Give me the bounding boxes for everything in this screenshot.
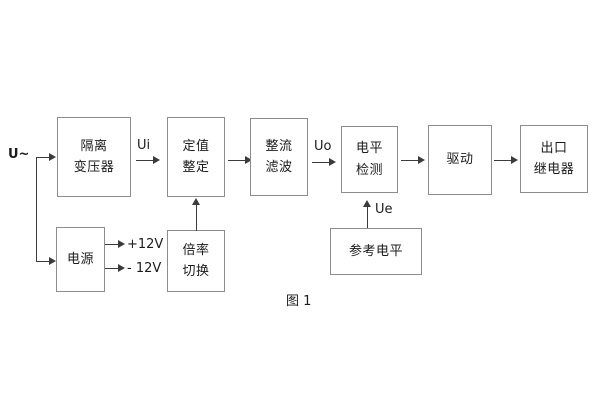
block-multiplier-switch: 倍率 切换 <box>167 230 225 292</box>
block-power-supply-line-1: 电源 <box>66 251 94 267</box>
block-isolation-transformer: 隔离 变压器 <box>57 117 131 197</box>
connector-power-positive-rail <box>105 244 123 245</box>
block-setting-value: 定值 整定 <box>167 117 225 197</box>
block-isolation-transformer-line-1: 隔离 <box>80 138 108 154</box>
block-level-detection-line-1: 电平 <box>355 141 383 157</box>
arrowhead-reference-to-level <box>363 200 371 207</box>
input-source-label: U~ <box>8 147 30 162</box>
arrowhead-power-positive-rail <box>118 240 125 248</box>
block-rectify-filter-line-1: 整流 <box>265 138 293 154</box>
block-rectify-filter-line-2: 滤波 <box>265 160 293 175</box>
connector-input-to-power-h <box>36 261 54 262</box>
block-reference-level-line-1: 参考电平 <box>348 243 403 259</box>
block-output-relay: 出口 继电器 <box>520 125 588 193</box>
block-driver-line-1: 驱动 <box>446 152 474 168</box>
connector-level-to-driver <box>401 160 423 161</box>
connector-input-to-transformer-h <box>36 157 54 158</box>
block-isolation-transformer-line-2: 变压器 <box>73 160 115 175</box>
connector-rectify-to-level <box>312 162 334 163</box>
arrowhead-level-to-driver <box>418 156 425 164</box>
block-output-relay-line-1: 出口 <box>540 140 568 156</box>
block-output-relay-line-2: 继电器 <box>533 162 575 177</box>
connector-power-negative-rail <box>105 268 123 269</box>
connector-multiplier-to-setting <box>196 204 197 231</box>
block-multiplier-switch-line-2: 切换 <box>182 264 210 279</box>
connector-transformer-to-setting <box>136 160 158 161</box>
figure-caption: 图 1 <box>286 294 312 309</box>
block-multiplier-switch-line-1: 倍率 <box>182 242 210 258</box>
power-rail-positive-label: +12V <box>127 237 164 252</box>
arrowhead-input-to-power <box>49 257 56 265</box>
power-rail-negative-label: - 12V <box>127 261 162 276</box>
arrowhead-rectify-to-level <box>329 158 336 166</box>
block-rectify-filter: 整流 滤波 <box>250 118 308 196</box>
signal-label-ui: Ui <box>137 138 151 153</box>
arrowhead-multiplier-to-setting <box>192 198 200 205</box>
arrowhead-setting-to-rectify <box>245 156 252 164</box>
connector-setting-to-rectify <box>228 160 250 161</box>
connector-driver-to-relay <box>494 160 516 161</box>
connector-reference-to-level <box>367 206 368 228</box>
block-power-supply: 电源 <box>56 227 105 292</box>
arrowhead-power-negative-rail <box>118 264 125 272</box>
block-level-detection: 电平 检测 <box>341 126 398 193</box>
block-reference-level: 参考电平 <box>330 228 422 275</box>
arrowhead-input-to-transformer <box>49 153 56 161</box>
signal-label-uo: Uo <box>314 139 332 154</box>
block-setting-value-line-1: 定值 <box>182 138 210 154</box>
block-setting-value-line-2: 整定 <box>182 160 210 175</box>
arrowhead-transformer-to-setting <box>153 156 160 164</box>
block-driver: 驱动 <box>428 125 492 195</box>
block-level-detection-line-2: 检测 <box>355 162 383 178</box>
arrowhead-driver-to-relay <box>511 156 518 164</box>
signal-label-ue: Ue <box>375 202 393 217</box>
connector-input-bus-vertical <box>36 157 37 262</box>
